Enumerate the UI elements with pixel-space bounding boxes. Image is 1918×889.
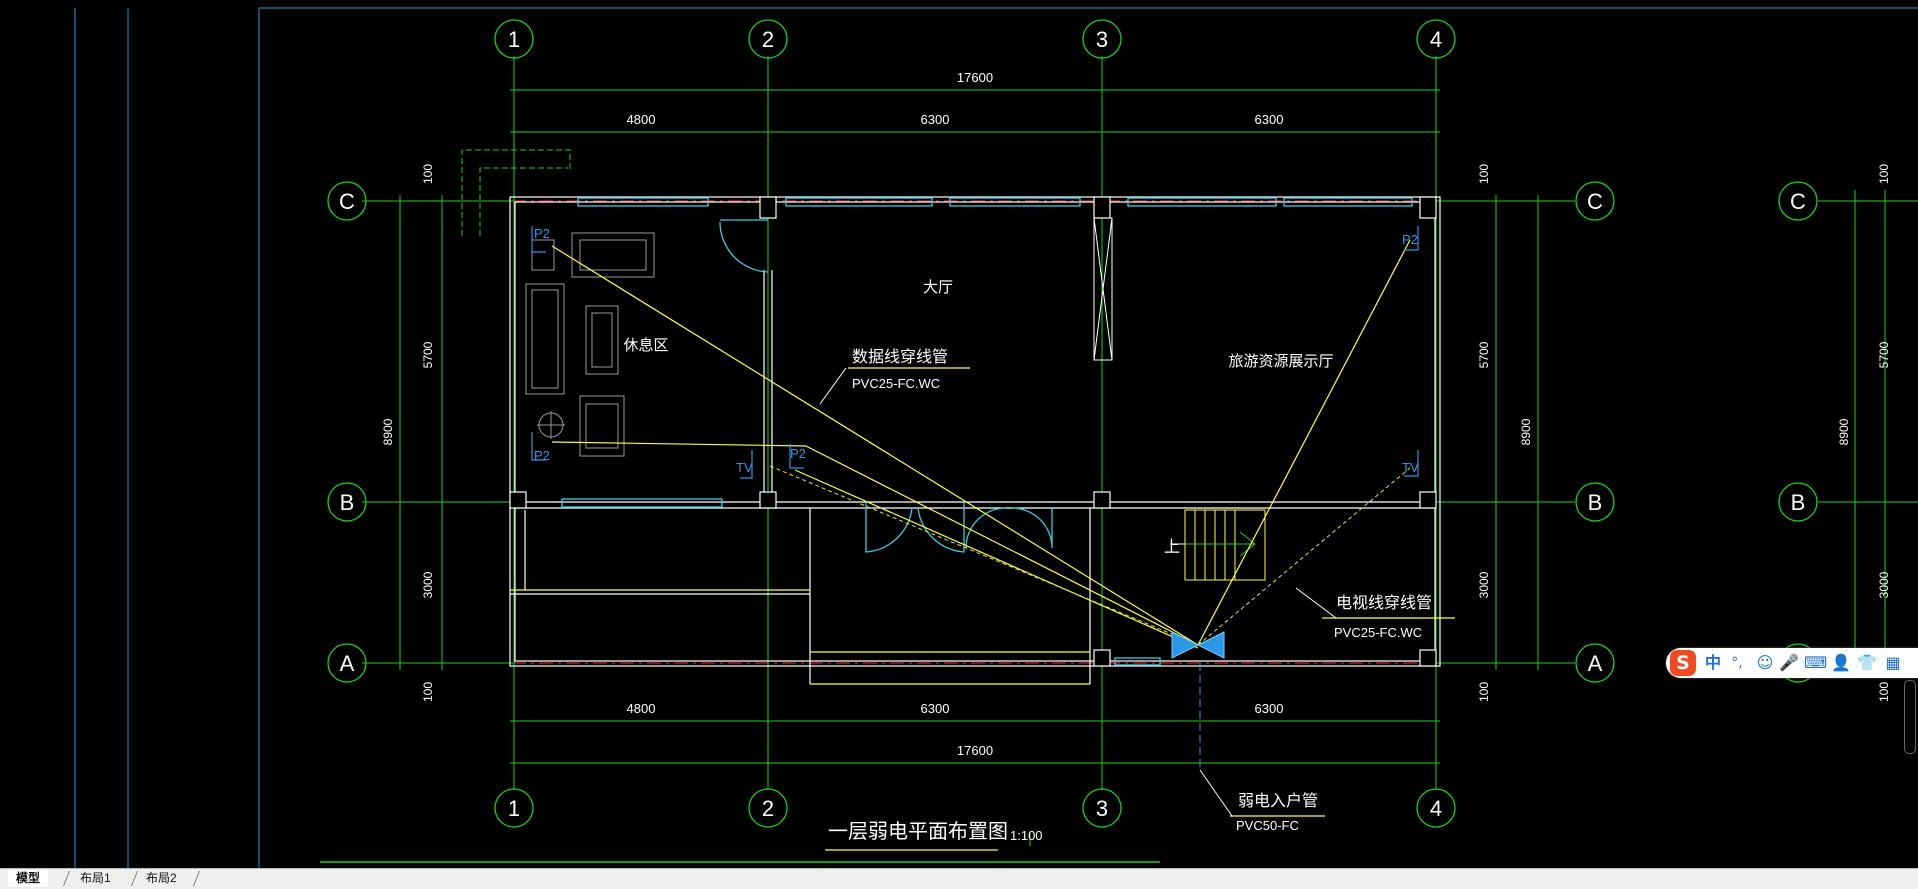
layout-tab-bar: 模型 布局1 布局2 xyxy=(0,868,1918,889)
windows xyxy=(561,197,1413,666)
drawing-title: 一层弱电平面布置图 xyxy=(828,820,1008,843)
tab-separator xyxy=(130,871,139,886)
axis-b-left-label: B xyxy=(340,490,355,515)
dim-left-2: 5700 xyxy=(421,341,435,368)
dim-top-total: 17600 xyxy=(957,70,993,85)
drawing-scale: 1:100 xyxy=(1010,828,1043,843)
entry-stub xyxy=(461,149,571,236)
weak-current-box xyxy=(1171,631,1225,659)
axis-c-far-label: C xyxy=(1790,189,1806,214)
dim-bottom-seg-3: 6300 xyxy=(1255,701,1284,716)
tv-conduit-title: 电视线穿线管 xyxy=(1336,594,1432,612)
dim-far-3: 8900 xyxy=(1837,418,1851,445)
axis-2-bottom-label: 2 xyxy=(762,796,774,821)
data-conduit-spec: PVC25-FC.WC xyxy=(852,376,940,391)
axis-3-top-label: 3 xyxy=(1096,27,1108,52)
emoji-icon[interactable]: ☺ xyxy=(1756,653,1774,672)
dim-right-2: 5700 xyxy=(1477,341,1491,368)
sogou-logo-icon[interactable]: S xyxy=(1670,650,1696,676)
dim-top-seg-3: 6300 xyxy=(1255,112,1284,127)
toolbox-grid-icon[interactable]: ▦ xyxy=(1885,653,1901,672)
axis-a-right-label: A xyxy=(1588,651,1603,676)
dim-bottom-seg-2: 6300 xyxy=(921,701,950,716)
axis-b-far-label: B xyxy=(1791,490,1806,515)
dim-left-4: 3000 xyxy=(421,571,435,598)
axis-c-right-label: C xyxy=(1587,189,1603,214)
axis-b-right-label: B xyxy=(1588,490,1603,515)
columns xyxy=(509,196,1437,667)
dim-far-5: 100 xyxy=(1877,682,1891,702)
dim-far-2: 5700 xyxy=(1877,341,1891,368)
outlet-tv-label-1: TV xyxy=(736,460,753,475)
skin-shirt-icon[interactable]: 👕 xyxy=(1857,653,1877,672)
service-entry-spec: PVC50-FC xyxy=(1236,818,1299,833)
outlet-p2-label-3: P2 xyxy=(790,446,806,461)
tab-separator xyxy=(192,871,201,886)
stair xyxy=(1170,509,1266,581)
dimension-lines xyxy=(362,56,1918,846)
dim-bottom-seg-1: 4800 xyxy=(627,701,656,716)
tab-layout-2[interactable]: 布局2 xyxy=(146,871,177,885)
axis-2-top-label: 2 xyxy=(762,27,774,52)
furniture xyxy=(525,232,655,457)
dim-right-3: 8900 xyxy=(1519,418,1533,445)
ime-language-toggle[interactable]: 中 xyxy=(1704,653,1721,672)
outlet-tv-label-2: TV xyxy=(1402,460,1419,475)
microphone-icon[interactable]: 🎤 xyxy=(1779,653,1799,672)
walls xyxy=(509,196,1441,685)
service-entry-title: 弱电入户管 xyxy=(1238,792,1318,810)
dim-left-5: 100 xyxy=(421,682,435,702)
outlets xyxy=(531,226,1419,479)
ime-toolbar[interactable]: S 中 °, ☺ 🎤 ⌨ 👤 👕 ▦ xyxy=(1666,648,1918,678)
dim-left-3: 8900 xyxy=(381,418,395,445)
axis-4-top-label: 4 xyxy=(1430,27,1442,52)
drawing-background xyxy=(0,0,1918,868)
dim-right-4: 3000 xyxy=(1477,571,1491,598)
tab-model[interactable]: 模型 xyxy=(8,870,49,887)
room-label-rest-area: 休息区 xyxy=(623,337,668,354)
axis-4-bottom-label: 4 xyxy=(1430,796,1442,821)
dim-left-1: 100 xyxy=(421,164,435,184)
keyboard-icon[interactable]: ⌨ xyxy=(1804,653,1828,672)
leader-lines xyxy=(819,367,1337,817)
tv-conduit-spec: PVC25-FC.WC xyxy=(1334,625,1422,640)
dim-right-5: 100 xyxy=(1477,682,1491,702)
room-label-hall: 大厅 xyxy=(923,279,953,296)
dim-top-seg-1: 4800 xyxy=(627,112,656,127)
side-scroll-grip[interactable] xyxy=(1904,680,1916,754)
axis-3-bottom-label: 3 xyxy=(1096,796,1108,821)
sheet-frame xyxy=(74,7,1918,868)
dim-right-1: 100 xyxy=(1477,164,1491,184)
axis-c-left-label: C xyxy=(339,189,355,214)
ime-punctuation-toggle[interactable]: °, xyxy=(1731,655,1743,671)
outlet-p2-label-2: P2 xyxy=(534,448,550,463)
user-icon[interactable]: 👤 xyxy=(1831,653,1851,672)
tab-separator xyxy=(62,871,71,886)
room-label-tourism-exhibition: 旅游资源展示厅 xyxy=(1228,353,1333,370)
axis-bubbles xyxy=(327,19,1818,828)
dim-bottom-total: 17600 xyxy=(957,743,993,758)
axis-1-bottom-label: 1 xyxy=(508,796,520,821)
outlet-p2-label-4: P2 xyxy=(1402,232,1418,247)
partition-element xyxy=(1093,217,1113,361)
tv-wiring xyxy=(769,465,1411,646)
stair-up-label: 上 xyxy=(1164,538,1180,556)
tab-layout-1[interactable]: 布局1 xyxy=(80,871,111,885)
data-conduit-title: 数据线穿线管 xyxy=(852,348,948,366)
wiring xyxy=(551,239,1455,851)
axis-a-left-label: A xyxy=(340,651,355,676)
outlet-p2-label-1: P2 xyxy=(534,226,550,241)
cad-drawing-canvas[interactable]: 1 2 3 4 1 2 3 4 C B A C B A C B A 17600 … xyxy=(0,0,1918,868)
dim-top-seg-2: 6300 xyxy=(921,112,950,127)
dim-far-1: 100 xyxy=(1877,164,1891,184)
axis-1-top-label: 1 xyxy=(508,27,520,52)
dim-far-4: 3000 xyxy=(1877,571,1891,598)
